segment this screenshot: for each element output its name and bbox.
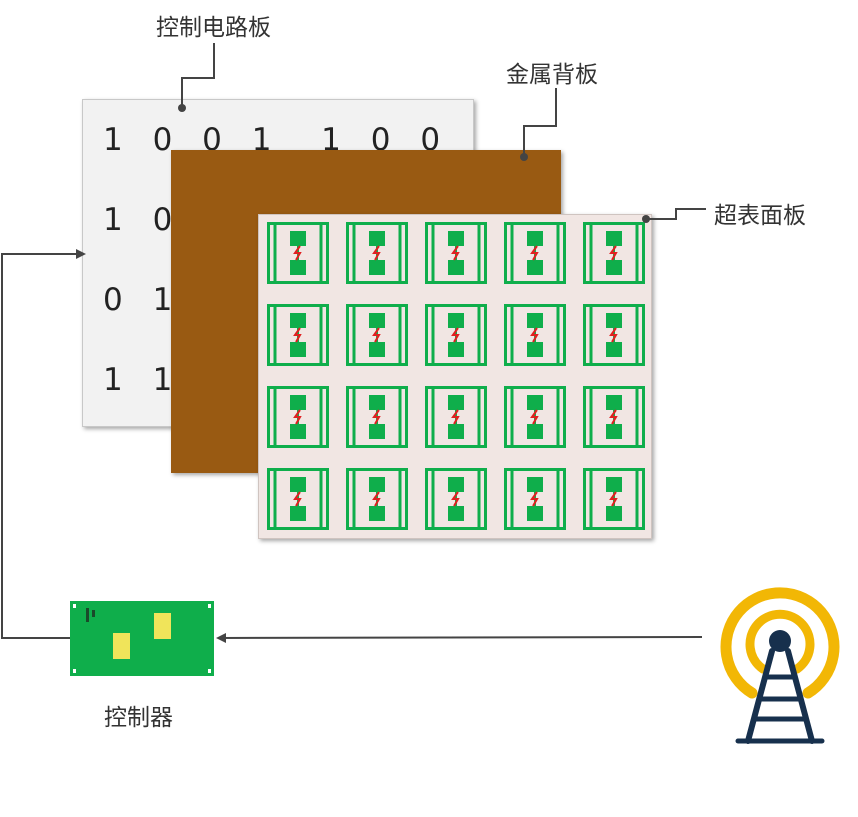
metasurface-unit-cell xyxy=(504,386,566,448)
controller-board xyxy=(70,601,214,676)
binary-row: 1 0 0 1 1 0 0 1 0 0 xyxy=(103,122,473,158)
metasurface-unit-cell xyxy=(267,386,329,448)
metasurface-unit-cell xyxy=(504,304,566,366)
metasurface-label: 超表面板 xyxy=(714,203,806,229)
metasurface-unit-cell xyxy=(504,468,566,530)
metasurface-leader xyxy=(646,208,706,220)
metasurface-unit-cell xyxy=(346,304,408,366)
metasurface-unit-cell xyxy=(425,304,487,366)
metal-backplate-label: 金属背板 xyxy=(506,62,598,88)
metasurface-unit-cell xyxy=(583,468,645,530)
controller-board-graphic xyxy=(73,604,211,673)
metal-backplate-leader xyxy=(523,88,557,157)
metasurface-unit-cell xyxy=(425,468,487,530)
signal-tower-icon xyxy=(720,587,840,744)
controller-to-board-arrow xyxy=(1,249,86,639)
metasurface-unit-cell xyxy=(267,304,329,366)
controller-label: 控制器 xyxy=(104,705,173,731)
metasurface-unit-grid xyxy=(267,222,645,530)
metasurface-unit-cell xyxy=(346,468,408,530)
metasurface-unit-cell xyxy=(267,468,329,530)
circuit-board-label: 控制电路板 xyxy=(156,15,271,41)
metasurface-unit-cell xyxy=(583,304,645,366)
metasurface-unit-cell xyxy=(425,386,487,448)
metasurface-unit-cell xyxy=(425,222,487,284)
metasurface-unit-cell xyxy=(346,222,408,284)
metasurface-unit-cell xyxy=(267,222,329,284)
antenna-to-controller-arrow xyxy=(216,632,703,643)
metasurface-panel xyxy=(258,214,652,539)
metasurface-unit-cell xyxy=(504,222,566,284)
metasurface-unit-cell xyxy=(346,386,408,448)
metasurface-unit-cell xyxy=(583,386,645,448)
metasurface-unit-cell xyxy=(583,222,645,284)
